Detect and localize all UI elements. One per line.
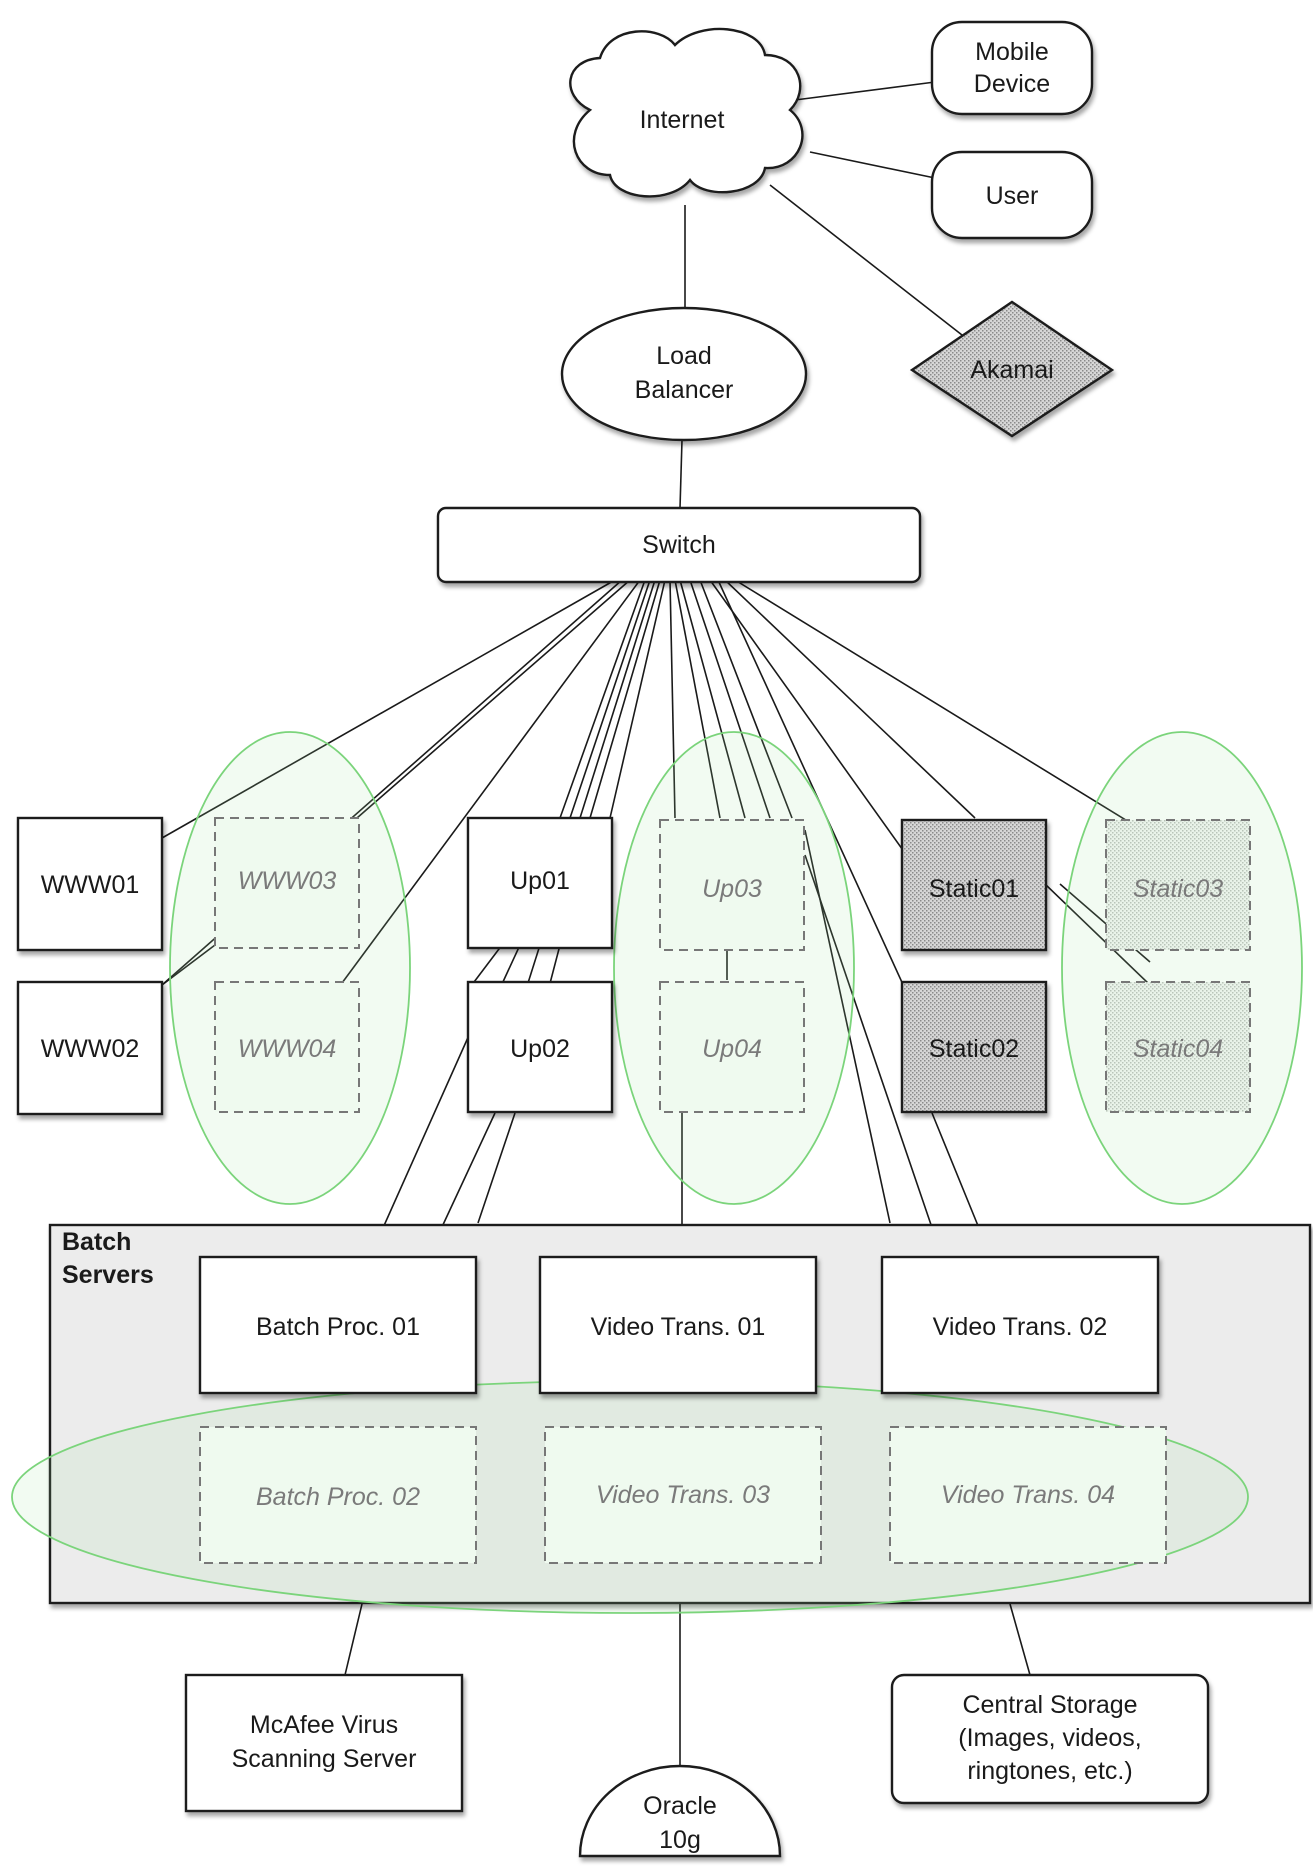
user-label: User [986,182,1039,210]
akamai-label: Akamai [970,356,1053,384]
central-storage-node[interactable]: Central Storage (Images, videos, rington… [890,1673,1210,1805]
mobile-device-label-line1: Mobile [975,38,1049,66]
video-trans-03-server[interactable]: Video Trans. 03 [544,1426,822,1564]
mcafee-label-line2: Scanning Server [232,1745,417,1773]
oracle-database-node[interactable]: Oracle 10g [578,1764,782,1858]
user-node[interactable]: User [930,150,1094,240]
video-trans-01-server[interactable]: Video Trans. 01 [538,1255,818,1395]
www-cluster-ellipse [169,731,411,1205]
central-storage-label-line3: ringtones, etc.) [967,1757,1132,1785]
www01-server[interactable]: WWW01 [16,816,164,952]
static03-server[interactable]: Static03 [1105,819,1251,951]
central-storage-label-line1: Central Storage [962,1691,1137,1719]
internet-cloud[interactable]: Internet [569,27,804,198]
up02-label: Up02 [510,1035,570,1063]
load-balancer-node[interactable]: Load Balancer [560,306,808,442]
load-balancer-label-line1: Load [656,342,712,370]
www01-label: WWW01 [41,871,140,899]
load-balancer-label-line2: Balancer [635,376,734,404]
video-trans-04-label: Video Trans. 04 [941,1481,1115,1509]
switch-node[interactable]: Switch [436,506,922,584]
connector-lines [161,81,1156,1770]
akamai-node[interactable]: Akamai [909,300,1115,438]
batch-servers-title-line2: Servers [62,1261,154,1289]
video-trans-02-server[interactable]: Video Trans. 02 [880,1255,1160,1395]
static02-server[interactable]: Static02 [900,980,1048,1114]
static04-server[interactable]: Static04 [1105,981,1251,1113]
batch-proc-02-server[interactable]: Batch Proc. 02 [199,1426,477,1564]
up01-server[interactable]: Up01 [466,816,614,950]
batch-proc-01-label: Batch Proc. 01 [256,1313,420,1341]
mcafee-scanner-node[interactable]: McAfee Virus Scanning Server [184,1673,464,1813]
www03-label: WWW03 [238,867,337,895]
www03-server[interactable]: WWW03 [214,817,360,949]
oracle-label-line1: Oracle [643,1792,717,1820]
static-cluster-ellipse [1061,731,1303,1205]
batch-proc-01-server[interactable]: Batch Proc. 01 [198,1255,478,1395]
oracle-label-line2: 10g [659,1826,701,1854]
up04-label: Up04 [702,1035,762,1063]
up04-server[interactable]: Up04 [659,981,805,1113]
www04-server[interactable]: WWW04 [214,981,360,1113]
up03-label: Up03 [702,875,762,903]
central-storage-label-line2: (Images, videos, [958,1724,1141,1752]
static01-server[interactable]: Static01 [900,818,1048,952]
video-trans-03-label: Video Trans. 03 [596,1481,770,1509]
static01-label: Static01 [929,875,1019,903]
video-trans-02-label: Video Trans. 02 [933,1313,1108,1341]
batch-servers-title-line1: Batch [62,1228,131,1256]
up-cluster-ellipse [613,731,855,1205]
static02-label: Static02 [929,1035,1019,1063]
mobile-device-label-line2: Device [974,70,1050,98]
switch-label: Switch [642,531,716,559]
static04-label: Static04 [1133,1035,1223,1063]
mcafee-label-line1: McAfee Virus [250,1711,398,1739]
mobile-device-node[interactable]: Mobile Device [930,20,1094,116]
video-trans-04-server[interactable]: Video Trans. 04 [889,1426,1167,1564]
www02-label: WWW02 [41,1035,140,1063]
up02-server[interactable]: Up02 [466,980,614,1114]
up03-server[interactable]: Up03 [659,819,805,951]
internet-label: Internet [640,106,725,134]
www02-server[interactable]: WWW02 [16,980,164,1116]
up01-label: Up01 [510,867,570,895]
batch-proc-02-label: Batch Proc. 02 [256,1483,420,1511]
video-trans-01-label: Video Trans. 01 [591,1313,766,1341]
static03-label: Static03 [1133,875,1223,903]
www04-label: WWW04 [238,1035,337,1063]
